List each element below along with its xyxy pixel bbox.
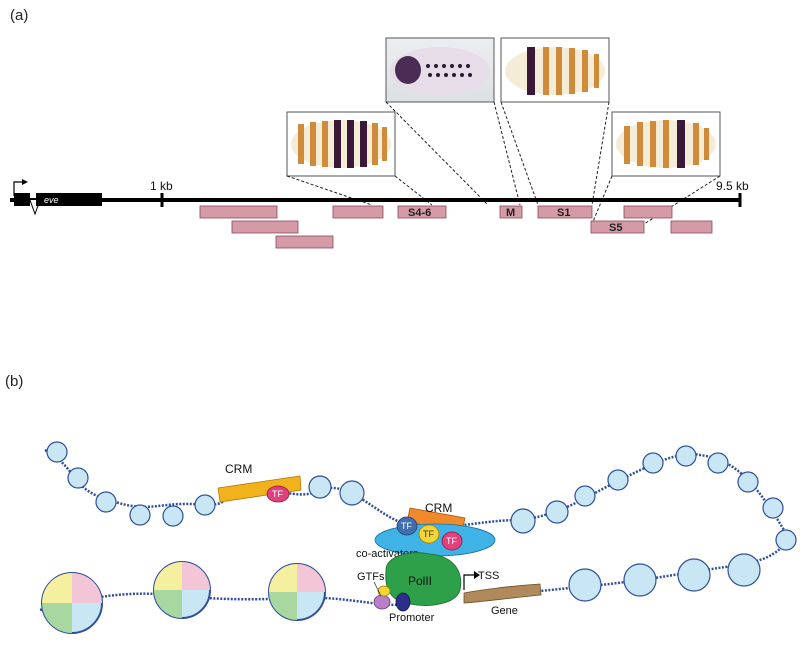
enhancer-label-m: M	[506, 207, 515, 219]
enhancer-label-s5: S5	[609, 222, 622, 234]
enhancer-s1	[537, 205, 593, 219]
eve-gene	[13, 179, 102, 216]
tf-bound-1-label: TF	[401, 521, 412, 531]
enhancer-s5	[590, 220, 645, 234]
enhancer-s46	[397, 205, 447, 219]
enhancer-label-s46: S4-6	[408, 207, 431, 219]
tf-bound-2-label: TF	[423, 529, 434, 539]
pol-ii-label: PolII	[408, 574, 432, 588]
panel-a-label: (a)	[10, 7, 28, 24]
gene-label: Gene	[491, 605, 518, 617]
crm-element-free	[217, 475, 302, 503]
tss-label: TSS	[478, 570, 499, 582]
tss-arrowhead	[474, 571, 480, 579]
tf-bound-2	[418, 524, 440, 544]
eve-label: eve	[44, 195, 59, 205]
tf-bound-3-label: TF	[446, 536, 457, 546]
nucleosomes-upper	[46, 441, 797, 551]
enhancer-label-s1: S1	[557, 207, 570, 219]
tf-bound-1	[396, 516, 418, 536]
embryo-image-s1	[500, 37, 610, 103]
crm-label-free: CRM	[225, 462, 252, 476]
gtfs-pointer	[373, 581, 382, 597]
crm-label-bound: CRM	[425, 501, 452, 515]
nucleosomes-lower-left	[41, 561, 326, 634]
tf-free-label: TF	[272, 489, 283, 499]
gtf-purple	[373, 594, 391, 610]
promoter-label: Promoter	[389, 612, 435, 624]
gtf-blue	[395, 592, 411, 612]
enhancer-m	[499, 205, 523, 219]
tf-free	[266, 485, 290, 503]
scale-label-1kb: 1 kb	[150, 179, 173, 193]
gtf-yellow	[377, 585, 391, 597]
scale-label-end: 9.5 kb	[716, 179, 749, 193]
tss-arrow	[463, 574, 476, 590]
tf-bound-3	[441, 531, 463, 551]
gene-body	[463, 583, 542, 604]
embryo-image-s46	[286, 111, 396, 177]
embryo-image-s5	[611, 111, 721, 177]
embryo-image-m	[385, 37, 495, 103]
panel-b-label: (b)	[5, 373, 23, 390]
nucleosomes-lower-right	[568, 553, 761, 602]
enhancer-boxes	[199, 205, 713, 249]
gtfs-label: GTFs	[357, 571, 385, 583]
